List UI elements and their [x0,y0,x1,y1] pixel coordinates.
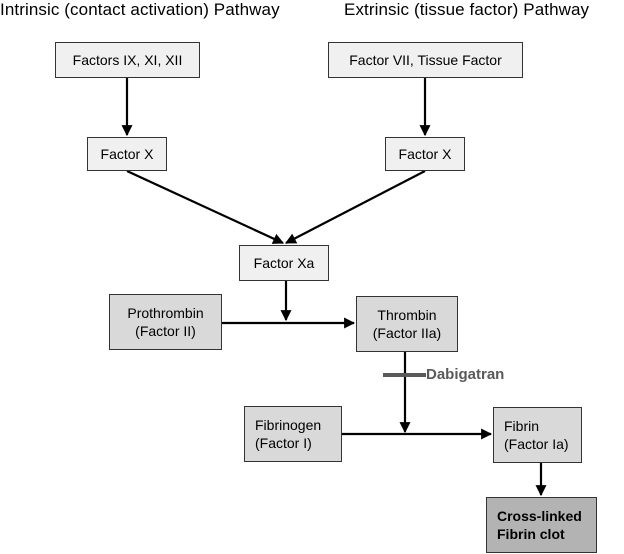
node-label-line-1: Thrombin [377,307,437,323]
prothrombin-box: Prothrombin (Factor II) [109,294,222,350]
node-label: Factor X [100,146,154,162]
node-label-line-1: Prothrombin [127,305,204,321]
node-label: Factor Xa [253,255,315,271]
node-label-line-2: (Factor IIa) [372,325,442,341]
cross-linked-fibrin-clot-box: Cross-linked Fibrin clot [486,497,597,553]
dabigatran-inhibitor-label: Dabigatran [426,366,505,383]
extrinsic-pathway-title: Extrinsic (tissue factor) Pathway [344,0,590,19]
arrow-left-x-to-xa [126,170,284,244]
node-label-line-1: Fibrin [504,418,540,434]
node-label-line-1: Cross-linked [497,508,582,524]
node-label-line-2: (Factor II) [135,323,196,339]
node-label: Factors IX, XI, XII [72,52,183,68]
node-label-line-2: Fibrin clot [497,526,565,542]
factor-x-intrinsic-box: Factor X [87,137,167,171]
node-label: Factor X [398,146,452,162]
intrinsic-pathway-title: Intrinsic (contact activation) Pathway [0,0,280,19]
fibrin-box: Fibrin (Factor Ia) [493,407,582,463]
node-label-line-1: Fibrinogen [255,417,322,433]
factor-x-extrinsic-box: Factor X [385,137,465,171]
fibrinogen-box: Fibrinogen (Factor I) [244,406,342,462]
node-label: Factor VII, Tissue Factor [349,52,502,68]
node-label-line-2: (Factor Ia) [504,436,569,452]
thrombin-box: Thrombin (Factor IIa) [356,296,458,352]
arrow-right-x-to-xa [285,170,426,244]
node-label-line-2: (Factor I) [255,435,312,451]
factor-xa-box: Factor Xa [239,245,329,281]
factor-vii-tissue-factor-box: Factor VII, Tissue Factor [328,42,523,78]
factors-ix-xi-xii-box: Factors IX, XI, XII [55,42,200,78]
